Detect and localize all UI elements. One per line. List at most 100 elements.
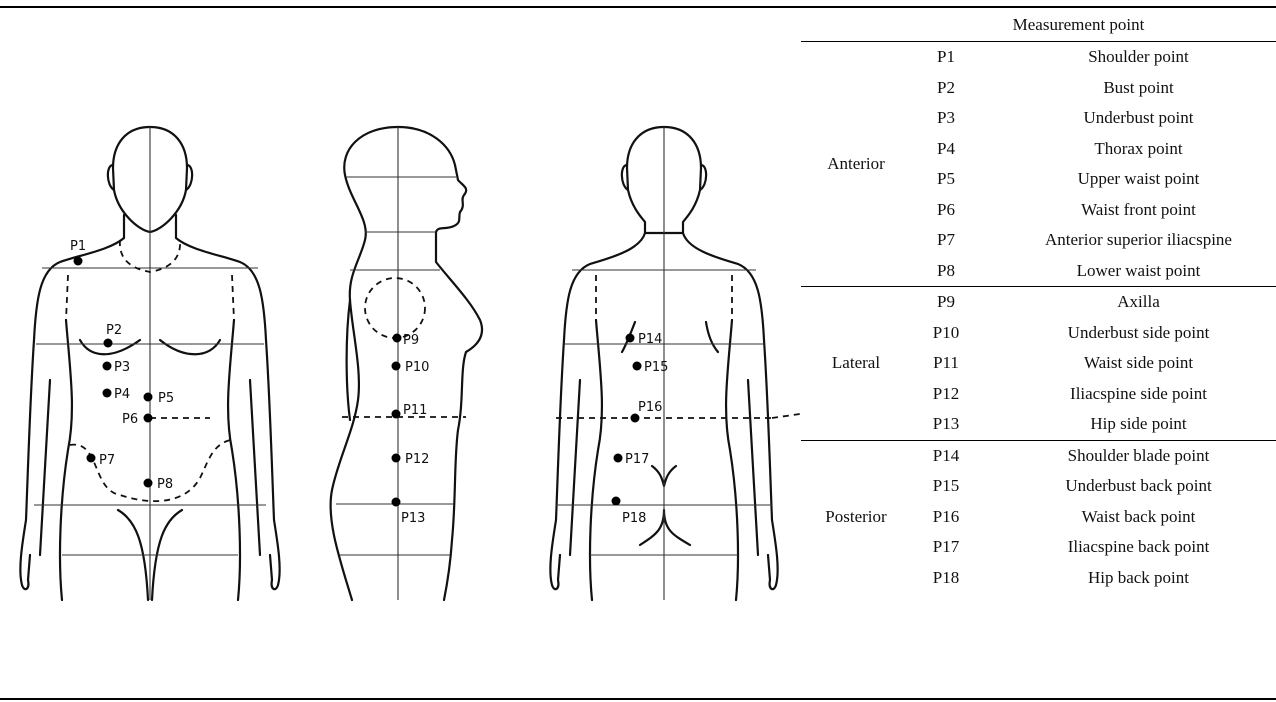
front-right-arm-inner [250, 380, 260, 555]
point-id: P1 [911, 42, 981, 73]
point-id: P11 [911, 348, 981, 379]
point-p6 [144, 414, 153, 423]
point-name: Thorax point [1001, 134, 1276, 165]
back-figure: P14 P15 P16 P17 P18 [550, 127, 800, 600]
table-row: P7 Anterior superior iliacspine [801, 225, 1276, 256]
table-row: P11Waist side point [801, 348, 1276, 379]
back-right-arm-inner [748, 380, 758, 555]
point-id: P8 [911, 256, 981, 287]
point-id: P4 [911, 134, 981, 165]
label-p16: P16 [638, 400, 662, 415]
point-id: P6 [911, 195, 981, 226]
front-right-inner-line [228, 320, 240, 600]
table-header: Measurement point [801, 8, 1276, 42]
point-name: Underbust side point [1001, 318, 1276, 349]
label-p12: P12 [405, 452, 429, 467]
point-p13 [392, 498, 401, 507]
front-left-armhole-dash [66, 275, 68, 320]
point-name: Shoulder point [1001, 42, 1276, 73]
table-row: P1 Shoulder point [801, 42, 1276, 73]
table-row: P14 Shoulder blade point [801, 441, 1276, 472]
point-name: Hip back point [1001, 563, 1276, 594]
back-right-blade [706, 322, 718, 352]
point-id: P3 [911, 103, 981, 134]
front-left-arm-inner [40, 380, 50, 555]
table-row: P17 Iliacspine back point [801, 532, 1276, 563]
point-id: P16 [911, 502, 981, 533]
back-left-inner-line [590, 320, 602, 600]
figure-canvas: P1 P2 P3 P4 P5 P6 P7 P8 P9 P10 P11 P12 P… [0, 0, 800, 700]
point-name: Shoulder blade point [1001, 441, 1276, 472]
point-name: Underbust point [1001, 103, 1276, 134]
point-name: Axilla [1001, 287, 1276, 318]
point-id: P9 [911, 287, 981, 318]
front-left-inner-line [60, 320, 72, 600]
point-p5 [144, 393, 153, 402]
table-row: P18 Hip back point [801, 563, 1276, 594]
point-name: Iliacspine side point [1001, 379, 1276, 410]
point-p8 [144, 479, 153, 488]
label-p1: P1 [70, 239, 86, 254]
point-name: Iliacspine back point [1001, 532, 1276, 563]
side-armhole-dash [365, 278, 425, 338]
table-group-lateral: LateralP9AxillaP10Underbust side pointP1… [801, 287, 1276, 441]
back-right-torso-outline [683, 233, 778, 589]
point-p10 [392, 362, 401, 371]
point-id: P13 [911, 409, 981, 440]
front-right-bust [160, 340, 220, 354]
back-arm-waist-dash [772, 414, 800, 418]
point-p18 [612, 497, 621, 506]
point-id: P14 [911, 441, 981, 472]
point-id: P18 [911, 563, 981, 594]
side-figure: P9 P10 P11 P12 P13 [331, 127, 482, 600]
label-p3: P3 [114, 360, 130, 375]
point-p2 [104, 339, 113, 348]
table-row: P9 Axilla [801, 287, 1276, 318]
measurement-table: Measurement point AnteriorP1Shoulder poi… [801, 8, 1276, 593]
label-p10: P10 [405, 360, 429, 375]
side-profile-back [331, 127, 398, 600]
point-name: Hip side point [1001, 409, 1276, 440]
label-p15: P15 [644, 360, 668, 375]
body-figures: P1 P2 P3 P4 P5 P6 P7 P8 P9 P10 P11 P12 P… [0, 0, 800, 700]
point-p14 [626, 334, 635, 343]
back-left-torso-outline [550, 233, 645, 589]
table-row: P10 Underbust side point [801, 318, 1276, 349]
point-p1 [74, 257, 83, 266]
point-name: Anterior superior iliacspine [1001, 225, 1276, 256]
table-row: P15 Underbust back point [801, 471, 1276, 502]
point-p17 [614, 454, 623, 463]
front-right-armhole-dash [232, 275, 234, 320]
label-p7: P7 [99, 453, 115, 468]
back-left-arm-inner [570, 380, 580, 555]
point-id: P7 [911, 225, 981, 256]
point-id: P17 [911, 532, 981, 563]
label-p8: P8 [157, 477, 173, 492]
point-p3 [103, 362, 112, 371]
label-p11: P11 [403, 403, 427, 418]
table-row: P5 Upper waist point [801, 164, 1276, 195]
point-id: P10 [911, 318, 981, 349]
point-name: Upper waist point [1001, 164, 1276, 195]
label-p6: P6 [122, 412, 138, 427]
table-row: P3 Underbust point [801, 103, 1276, 134]
label-p5: P5 [158, 391, 174, 406]
label-p18: P18 [622, 511, 646, 526]
back-right-inner-line [726, 320, 738, 600]
point-name: Underbust back point [1001, 471, 1276, 502]
point-id: P15 [911, 471, 981, 502]
point-p11 [392, 410, 401, 419]
label-p4: P4 [114, 387, 130, 402]
label-p9: P9 [403, 333, 419, 348]
front-figure: P1 P2 P3 P4 P5 P6 P7 P8 [20, 127, 279, 600]
label-p13: P13 [401, 511, 425, 526]
table-row: P4 Thorax point [801, 134, 1276, 165]
point-id: P5 [911, 164, 981, 195]
